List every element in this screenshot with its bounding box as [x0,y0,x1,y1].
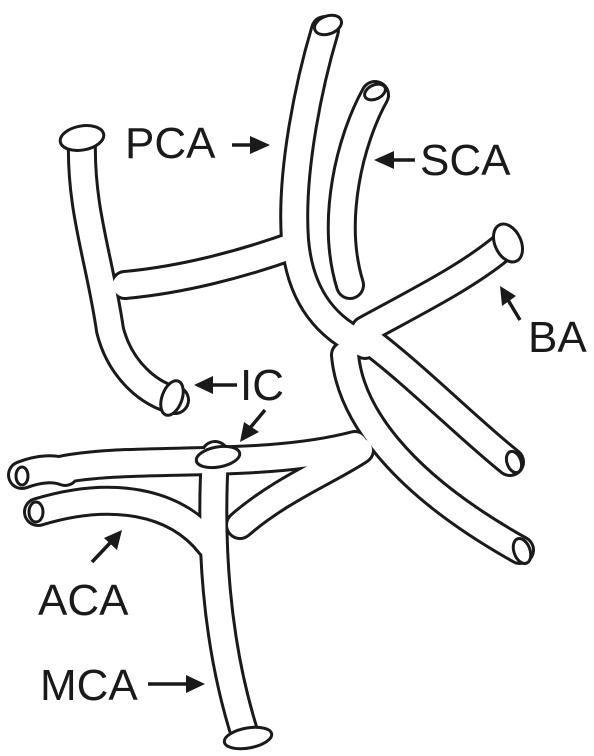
label-aca-group: ACA [38,530,129,625]
label-pca-group: PCA [125,119,270,168]
label-mca-group: MCA [40,661,205,710]
ic-arrow-head [194,376,213,394]
ba-arrow-line [508,300,520,320]
aca-end-cap [29,502,43,522]
ic-arrow-head-2 [240,422,259,442]
label-aca: ACA [38,576,129,625]
label-ic: IC [240,361,284,410]
left-stub-end-cap [16,467,28,485]
aca-arrow-line [92,543,110,562]
sca-arrow-head [374,151,394,169]
ic-arrow-line-2 [250,410,265,428]
label-mca: MCA [40,661,138,710]
label-ic-group: IC [194,361,284,442]
label-ba-group: BA [500,286,587,362]
label-sca-group: SCA [374,136,511,185]
label-sca: SCA [420,136,511,185]
label-ba: BA [528,313,587,362]
pca-arrow-head [250,136,270,154]
left-trunk-end-cap [58,122,105,153]
mca-arrow-head [186,675,205,693]
label-pca: PCA [125,119,216,168]
